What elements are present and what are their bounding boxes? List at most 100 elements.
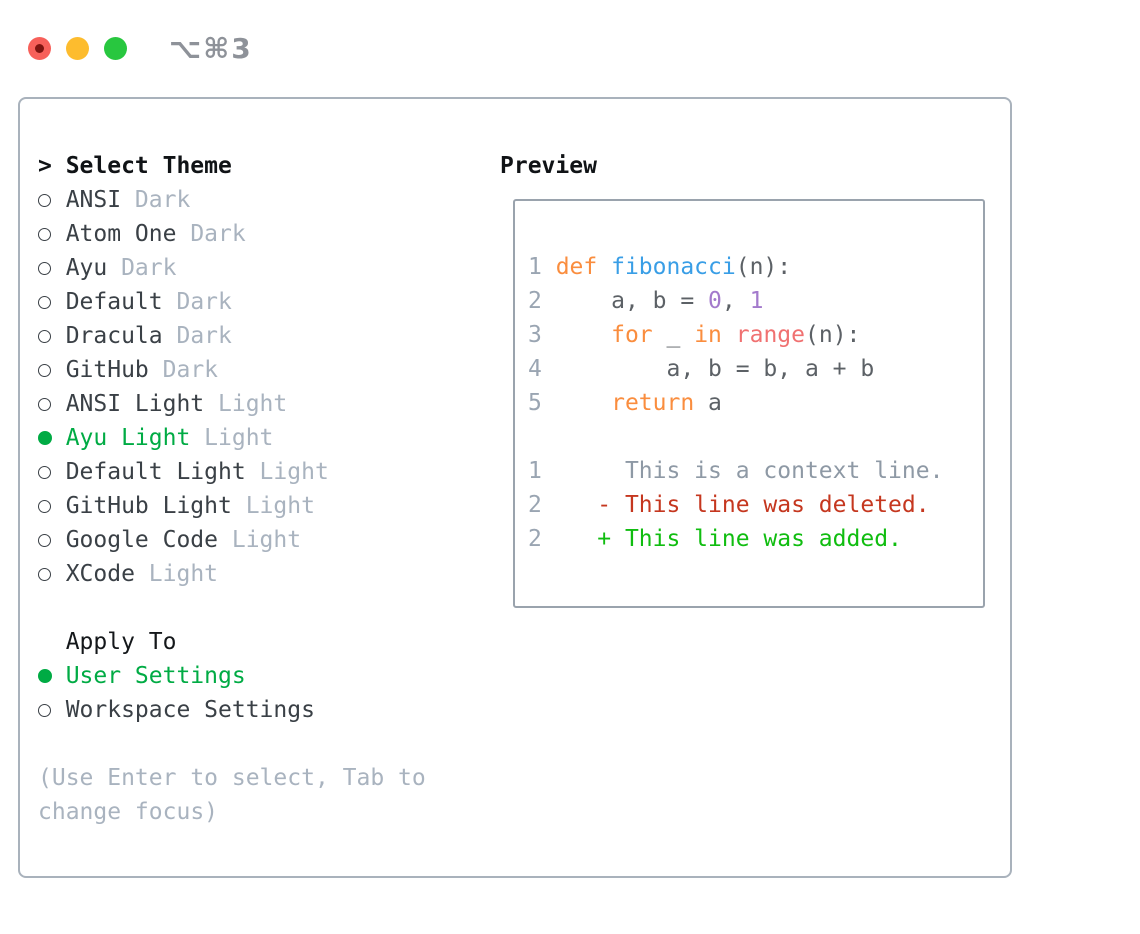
apply-to-option[interactable]: User Settings bbox=[38, 659, 484, 693]
code-token-kw: def bbox=[555, 254, 612, 280]
radio-icon bbox=[38, 489, 66, 523]
theme-option[interactable]: ANSI Dark bbox=[38, 183, 484, 217]
theme-variant-label: Dark bbox=[148, 357, 219, 383]
theme-variant-label: Light bbox=[218, 527, 302, 553]
apply-to-title: Apply To bbox=[65, 629, 177, 655]
theme-option[interactable]: GitHub Dark bbox=[38, 353, 484, 387]
code-token-kw: return bbox=[611, 390, 695, 416]
theme-option[interactable]: GitHub Light Light bbox=[38, 489, 484, 523]
theme-name: Atom One bbox=[65, 221, 177, 247]
radio-circle bbox=[38, 296, 51, 309]
code-token-const: 0 bbox=[708, 288, 722, 314]
theme-selector-title: Select Theme bbox=[65, 153, 232, 179]
radio-icon bbox=[38, 455, 66, 489]
theme-option[interactable]: Atom One Dark bbox=[38, 217, 484, 251]
theme-name: Ayu bbox=[65, 255, 108, 281]
code-token-fn: fibonacci bbox=[611, 254, 736, 280]
code-line: 2 + This line was added. bbox=[528, 522, 943, 556]
theme-option[interactable]: Ayu Dark bbox=[38, 251, 484, 285]
radio-icon bbox=[38, 183, 66, 217]
code-line: 4 a, b = b, a + b bbox=[528, 352, 943, 386]
theme-option[interactable]: Google Code Light bbox=[38, 523, 484, 557]
theme-option[interactable]: Default Light Light bbox=[38, 455, 484, 489]
radio-icon bbox=[38, 557, 66, 591]
code-token-const: 1 bbox=[749, 288, 764, 314]
radio-circle bbox=[38, 704, 51, 717]
radio-icon bbox=[38, 319, 66, 353]
code-line: 1 def fibonacci(n): bbox=[528, 250, 943, 284]
apply-to-option[interactable]: Workspace Settings bbox=[38, 693, 484, 727]
close-dot-icon bbox=[35, 44, 44, 53]
titlebar: ⌥⌘3 bbox=[0, 0, 1140, 97]
apply-option-label: Workspace Settings bbox=[65, 697, 315, 723]
code-token-fg: (n): bbox=[735, 254, 792, 280]
theme-name: Default bbox=[65, 289, 163, 315]
theme-name: Default Light bbox=[65, 459, 246, 485]
theme-name: GitHub bbox=[65, 357, 149, 383]
zoom-button-icon[interactable] bbox=[104, 37, 127, 60]
radio-icon bbox=[38, 387, 66, 421]
code-line: 1 This is a context line. bbox=[528, 454, 943, 488]
theme-option[interactable]: ANSI Light Light bbox=[38, 387, 484, 421]
code-token-ctx: This is a context line. bbox=[555, 458, 944, 484]
minimize-button-icon[interactable] bbox=[66, 37, 89, 60]
code-token-fg: (n): bbox=[805, 322, 861, 348]
apply-option-label: User Settings bbox=[65, 663, 246, 689]
code-line: 2 - This line was deleted. bbox=[528, 488, 943, 522]
theme-variant-label: Dark bbox=[162, 323, 232, 349]
code-token-fg: a bbox=[694, 390, 722, 416]
spacer-row bbox=[38, 727, 484, 761]
theme-variant-label: Light bbox=[190, 425, 274, 451]
radio-circle bbox=[38, 364, 51, 377]
window-shortcut: ⌥⌘3 bbox=[169, 32, 253, 65]
code-token-add: + This line was added. bbox=[555, 526, 902, 552]
radio-circle bbox=[38, 500, 51, 513]
radio-icon bbox=[38, 523, 66, 557]
radio-selected-icon bbox=[38, 659, 66, 693]
radio-circle bbox=[38, 330, 51, 343]
theme-name: GitHub Light bbox=[65, 493, 232, 519]
line-number: 2 bbox=[528, 492, 556, 518]
line-number: 4 bbox=[528, 356, 556, 382]
radio-circle bbox=[38, 534, 51, 547]
code-token-kw: for bbox=[611, 322, 653, 348]
theme-variant-label: Light bbox=[245, 459, 329, 485]
theme-option[interactable]: Default Dark bbox=[38, 285, 484, 319]
code-token-fg bbox=[556, 322, 611, 348]
theme-variant-label: Dark bbox=[107, 255, 177, 281]
preview-title: Preview bbox=[500, 153, 597, 179]
code-token-kw: in bbox=[694, 322, 722, 348]
code-token-fg: a, b = b, a + b bbox=[555, 356, 875, 382]
radio-circle bbox=[38, 228, 51, 241]
radio-circle bbox=[38, 466, 51, 479]
line-number: 1 bbox=[528, 254, 556, 280]
theme-option[interactable]: Dracula Dark bbox=[38, 319, 484, 353]
theme-name: ANSI bbox=[65, 187, 122, 213]
close-button-icon[interactable] bbox=[28, 37, 51, 60]
theme-variant-label: Dark bbox=[176, 221, 246, 247]
theme-name: Google Code bbox=[65, 527, 219, 553]
theme-name: XCode bbox=[65, 561, 135, 587]
code-line bbox=[528, 420, 943, 454]
radio-icon bbox=[38, 693, 66, 727]
line-number: 2 bbox=[528, 288, 556, 314]
line-number: 2 bbox=[528, 526, 556, 552]
theme-option[interactable]: Ayu Light Light bbox=[38, 421, 484, 455]
theme-variant-label: Light bbox=[231, 493, 315, 519]
theme-selector-header: >Select Theme bbox=[38, 149, 484, 183]
code-token-fg: , bbox=[721, 288, 750, 314]
theme-option[interactable]: XCode Light bbox=[38, 557, 484, 591]
radio-selected-icon bbox=[38, 421, 66, 455]
line-number: 1 bbox=[528, 458, 556, 484]
traffic-lights bbox=[28, 37, 127, 60]
hint-text: (Use Enter to select, Tab to change focu… bbox=[38, 765, 426, 825]
theme-name: Ayu Light bbox=[65, 425, 191, 451]
radio-icon bbox=[38, 285, 66, 319]
line-number bbox=[528, 424, 542, 450]
